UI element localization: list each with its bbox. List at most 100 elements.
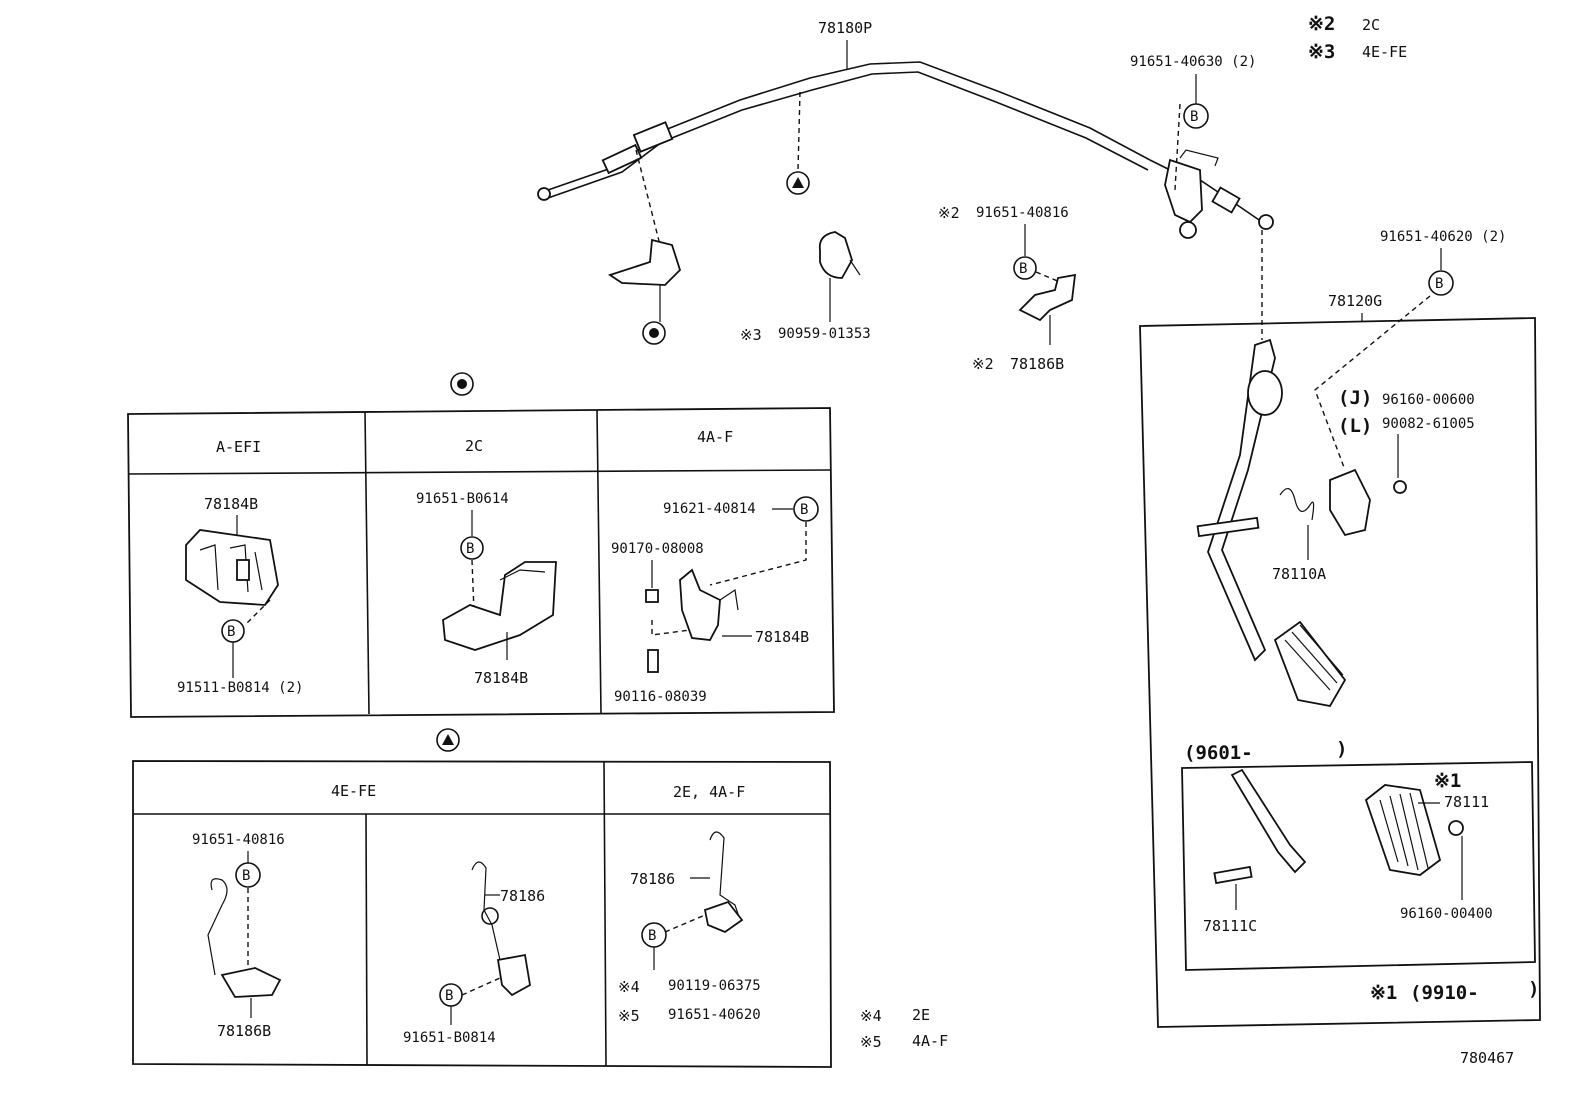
pedal-box xyxy=(1139,317,1541,1028)
svg-text:B: B xyxy=(800,502,808,518)
table-header-2e4af: 2E, 4A-F xyxy=(673,783,745,801)
table-triangle-frame xyxy=(132,760,832,1068)
pedal-assy-label: 78120G xyxy=(1328,292,1382,310)
a4f-nut-label: 90170-08008 xyxy=(611,541,704,557)
e2-note4-part: 90119-06375 xyxy=(668,978,761,994)
b-symbol-620: B xyxy=(1428,270,1454,296)
e2-note5-mark: ※5 xyxy=(618,1007,640,1025)
triangle-marker-table xyxy=(436,728,460,752)
b-symbol-top-816: B xyxy=(1013,256,1037,280)
svg-text:B: B xyxy=(1019,261,1027,277)
a4f-screw-label: 90116-08039 xyxy=(614,689,707,705)
note4-text: 2E xyxy=(912,1006,930,1024)
svg-text:B: B xyxy=(227,624,235,640)
bolt-816-label: 91651-40816 xyxy=(976,205,1069,221)
pin-label: 78111C xyxy=(1203,917,1257,935)
j-mark: (J) xyxy=(1338,387,1372,409)
j-part-label: 96160-00600 xyxy=(1382,392,1475,408)
pad-mark: ※1 xyxy=(1434,770,1461,792)
bolt-630-label: 91651-40630 (2) xyxy=(1130,54,1256,70)
cable-bracket xyxy=(607,238,682,322)
note4-mark: ※4 xyxy=(860,1007,882,1025)
bracket-186b-mark: ※2 xyxy=(972,355,994,373)
accelerator-pedal xyxy=(1196,338,1347,708)
clamp-part xyxy=(818,231,861,322)
b-symbol-efi: B xyxy=(221,619,245,643)
bolt-816-mark: ※2 xyxy=(938,204,960,222)
e2-note4-mark: ※4 xyxy=(618,978,640,996)
clip-label: 96160-00400 xyxy=(1400,906,1493,922)
range-9910: (9910- xyxy=(1410,982,1479,1004)
table-header-2c: 2C xyxy=(465,437,483,455)
e2-bracket-part xyxy=(703,831,744,934)
throttle-cable xyxy=(537,61,1274,239)
a4f-bracket-label: 78184B xyxy=(755,628,809,646)
cable-part-label: 78180P xyxy=(818,19,872,37)
svg-text:): ) xyxy=(1336,738,1347,760)
b-symbol-fe-right: B xyxy=(439,983,463,1007)
range-9601: (9601- xyxy=(1184,742,1253,764)
pedal-arm-detail xyxy=(1230,768,1307,874)
b-symbol-fe-left: B xyxy=(235,862,261,888)
triangle-marker-cable xyxy=(786,171,810,195)
svg-text:B: B xyxy=(466,541,474,557)
a4f-bolt-label: 91621-40814 xyxy=(663,501,756,517)
pin-78111c xyxy=(1213,865,1253,910)
pedal-pad-78111 xyxy=(1364,784,1442,876)
note2-mark: ※2 xyxy=(1308,13,1335,35)
range-9910-mark: ※1 xyxy=(1370,982,1397,1004)
svg-text:): ) xyxy=(1528,978,1539,1000)
l-part-label: 90082-61005 xyxy=(1382,416,1475,432)
fe-left-bracket-label: 78186B xyxy=(217,1022,271,1040)
svg-text:B: B xyxy=(242,868,250,884)
bracket-186b-label: 78186B xyxy=(1010,355,1064,373)
bracket-78186b-top xyxy=(1018,273,1077,345)
efi-bracket-part xyxy=(185,529,279,606)
e2-note5-part: 91651-40620 xyxy=(668,1007,761,1023)
spring-78110a xyxy=(1279,488,1315,560)
svg-text:B: B xyxy=(648,928,656,944)
efi-bracket-label: 78184B xyxy=(204,495,258,513)
fe-right-bracket-label: 78186 xyxy=(500,887,545,905)
table-header-aefi: A-EFI xyxy=(216,438,261,456)
clamp-label: 90959-01353 xyxy=(778,326,871,342)
c2-bracket-part xyxy=(442,561,557,660)
table-header-4efe: 4E-FE xyxy=(331,782,376,800)
b-symbol-e2: B xyxy=(641,922,667,948)
fe-right-bolt-label: 91651-B0814 xyxy=(403,1030,496,1046)
fe-left-bolt-label: 91651-40816 xyxy=(192,832,285,848)
note3-text: 4E-FE xyxy=(1362,43,1407,61)
clip-96160 xyxy=(1448,820,1464,900)
clamp-mark: ※3 xyxy=(740,326,762,344)
pad-label: 78111 xyxy=(1444,793,1489,811)
a4f-bracket-part xyxy=(679,568,739,641)
b-symbol-4af: B xyxy=(793,496,819,522)
c2-bolt-label: 91651-B0614 xyxy=(416,491,509,507)
table-circle-frame xyxy=(127,407,835,718)
bolt-620-label: 91651-40620 (2) xyxy=(1380,229,1506,245)
spring-label: 78110A xyxy=(1272,565,1326,583)
table-header-4af: 4A-F xyxy=(697,428,733,446)
fe-left-bracket-part xyxy=(207,878,282,1018)
inner-range-box xyxy=(1181,761,1536,971)
efi-bolt-label: 91511-B0814 (2) xyxy=(177,680,303,696)
circle-marker-bracket xyxy=(642,321,666,345)
circle-marker-table xyxy=(450,372,474,396)
e2-bracket-label: 78186 xyxy=(630,870,675,888)
pedal-bracket-part xyxy=(1329,468,1371,537)
l-mark: (L) xyxy=(1338,415,1372,437)
svg-text:B: B xyxy=(1435,276,1443,292)
b-symbol-top-630: B xyxy=(1183,103,1209,129)
figure-number: 780467 xyxy=(1460,1049,1514,1067)
note2-text: 2C xyxy=(1362,16,1380,34)
note5-mark: ※5 xyxy=(860,1033,882,1051)
note3-mark: ※3 xyxy=(1308,41,1335,63)
fe-right-bracket-part xyxy=(471,861,531,997)
b-symbol-2c: B xyxy=(460,536,484,560)
note5-text: 4A-F xyxy=(912,1032,948,1050)
svg-text:B: B xyxy=(445,988,453,1004)
a4f-screw-part xyxy=(647,649,659,673)
svg-text:B: B xyxy=(1190,109,1198,125)
